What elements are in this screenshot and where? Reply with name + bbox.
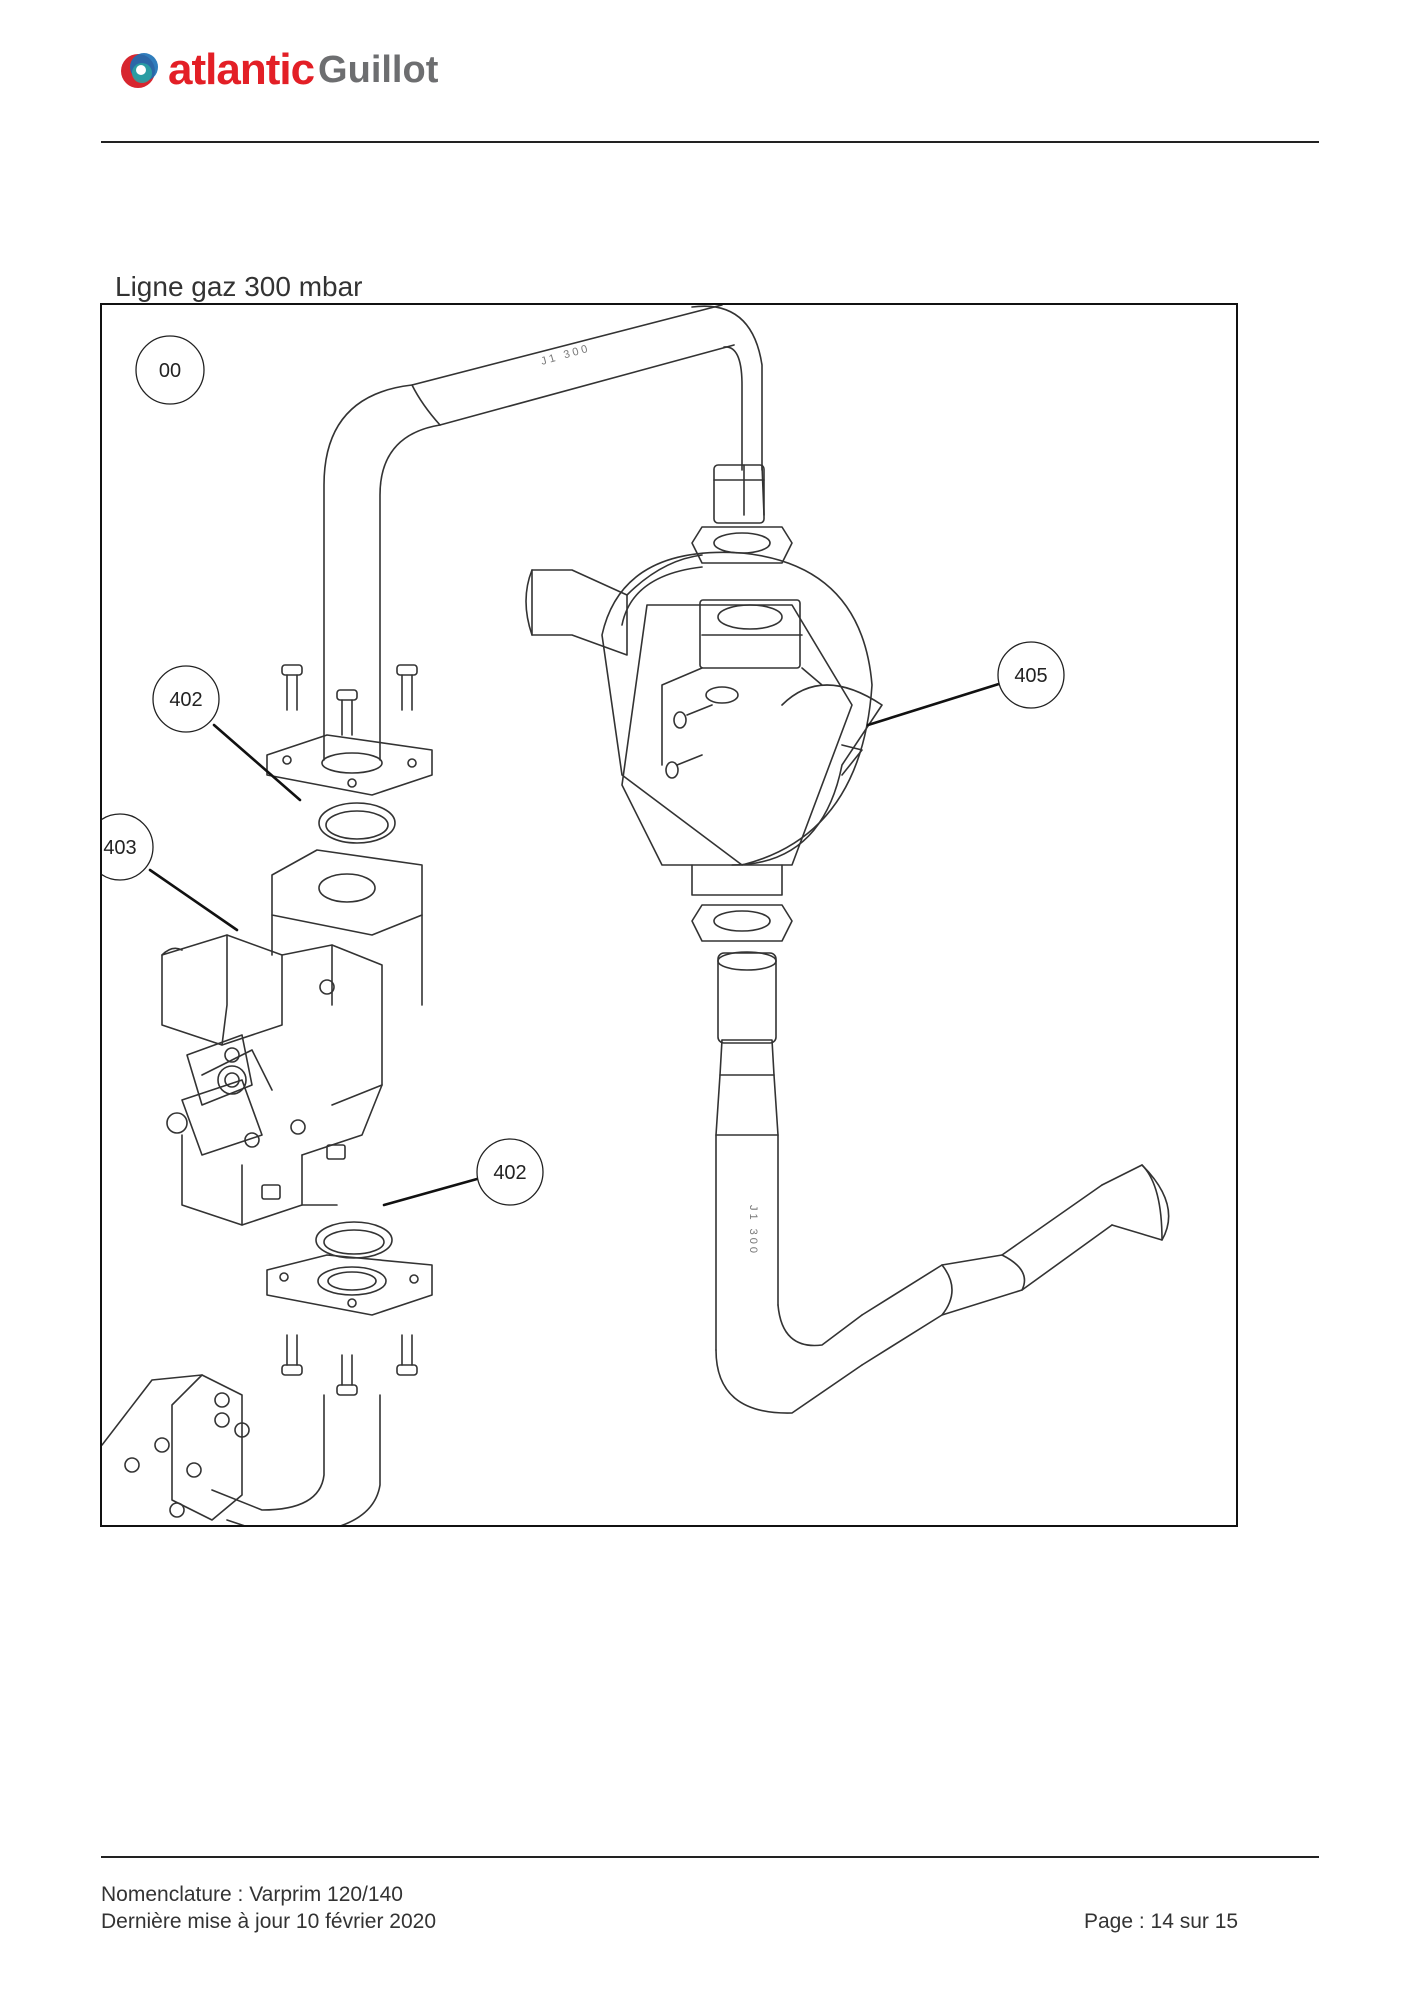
brand-primary: atlantic [168, 45, 315, 94]
lower-flange [266, 1254, 433, 1396]
figure-title: Ligne gaz 300 mbar [115, 271, 363, 302]
upper-gas-pipe: J1 300 [323, 305, 765, 761]
callout-402-lower: 402 [382, 1138, 544, 1207]
footer-last-update: Dernière mise à jour 10 février 2020 [101, 1910, 436, 1933]
upper-nut [691, 526, 793, 564]
callout-403: 403 [102, 813, 239, 932]
callout-00: 00 [135, 335, 205, 405]
o-ring-402-upper [318, 802, 396, 844]
svg-text:405: 405 [1014, 665, 1047, 687]
lower-left-gas-pipe [102, 1374, 381, 1525]
svg-text:00: 00 [159, 360, 181, 382]
upper-flange [266, 664, 433, 796]
lower-right-gas-pipe: J1 300 [715, 951, 1170, 1414]
lower-nut [691, 904, 793, 942]
svg-text:402: 402 [169, 689, 202, 711]
footer-page-number: Page : 14 sur 15 [1084, 1910, 1239, 1933]
callout-402-upper: 402 [152, 665, 302, 802]
gas-regulator-405 [525, 551, 883, 896]
svg-text:402: 402 [493, 1162, 526, 1184]
pipe-marking-right: J1 300 [747, 1205, 759, 1256]
o-ring-402-lower [315, 1221, 393, 1259]
footer-divider [101, 1856, 1319, 1858]
svg-text:403: 403 [103, 837, 136, 859]
exploded-view-frame: J1 300 [100, 303, 1238, 1527]
brand-logo: atlantic Guillot [118, 40, 438, 100]
callout-405: 405 [866, 641, 1065, 727]
footer-nomenclature: Nomenclature : Varprim 120/140 [101, 1883, 403, 1906]
atlantic-logo-icon [118, 47, 164, 93]
gas-line-drawing: J1 300 [102, 305, 1170, 1525]
brand-secondary: Guillot [318, 49, 439, 91]
header-divider [101, 141, 1319, 143]
gas-valve-403 [161, 849, 423, 1226]
